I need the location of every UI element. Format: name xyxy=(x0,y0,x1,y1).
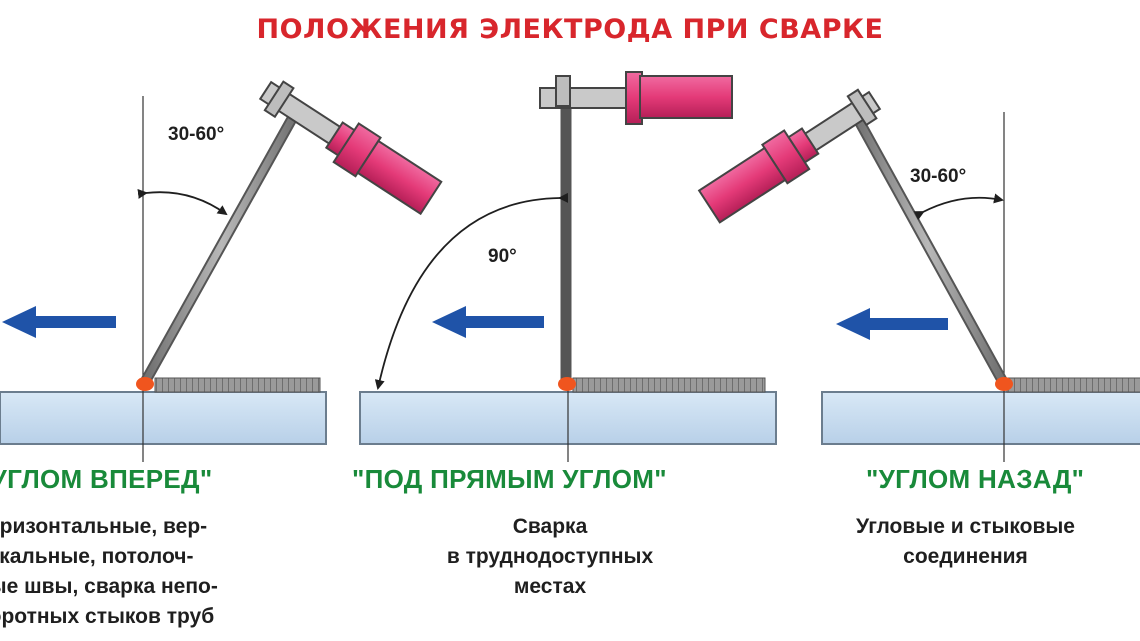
heading-perpendicular: "ПОД ПРЯМЫМ УГЛОМ" xyxy=(352,464,667,494)
angle-arc-3 xyxy=(913,193,1004,221)
description-line: местах xyxy=(513,575,587,598)
angle-label-1: 30-60° xyxy=(168,124,224,145)
description-line: Угловые и стыковые xyxy=(856,515,1075,538)
angle-label-2: 90° xyxy=(488,246,517,267)
panel-backward: 30-60° xyxy=(697,88,1140,462)
heading-backward: "УГЛОМ НАЗАД" xyxy=(866,464,1085,494)
heading-forward: "УГЛОМ ВПЕРЕД" xyxy=(0,464,213,494)
description-perpendicular: Сварка в труднодоступных местах xyxy=(380,512,720,602)
diagram-title: ПОЛОЖЕНИЯ ЭЛЕКТРОДА ПРИ СВАРКЕ xyxy=(256,14,884,45)
workpiece-plate-1 xyxy=(0,391,327,445)
weld-bead-3 xyxy=(1006,377,1140,393)
panel-forward: 30-60° xyxy=(0,80,443,462)
electrode-holder-2 xyxy=(539,71,733,125)
weld-bead-1 xyxy=(154,377,321,393)
description-line: ные швы, сварка непо- xyxy=(0,575,218,598)
direction-arrow-3 xyxy=(836,308,948,340)
workpiece-plate-3 xyxy=(821,391,1140,445)
description-line: воротных стыков труб xyxy=(0,605,215,628)
weld-spot-3 xyxy=(995,377,1013,391)
description-forward: Горизонтальные, вер- тикальные, потолоч-… xyxy=(0,512,218,632)
description-line: Горизонтальные, вер- xyxy=(0,515,208,538)
description-line: Сварка xyxy=(512,515,588,538)
description-line: тикальные, потолоч- xyxy=(0,545,194,568)
weld-spot-1 xyxy=(136,377,154,391)
electrode-holder-3 xyxy=(697,88,882,224)
weld-spot-2 xyxy=(558,377,576,391)
angle-arc-2 xyxy=(374,192,569,390)
weld-bead-2 xyxy=(572,377,766,393)
panel-perpendicular: 90° xyxy=(359,71,777,462)
electrode-3 xyxy=(847,104,1009,388)
direction-arrow-1 xyxy=(2,306,116,338)
direction-arrow-2 xyxy=(432,306,544,338)
angle-arc-1 xyxy=(137,188,228,216)
description-backward: Угловые и стыковые соединения xyxy=(856,512,1075,572)
description-line: в труднодоступных xyxy=(446,545,654,568)
electrode-1 xyxy=(139,102,304,388)
angle-label-3: 30-60° xyxy=(910,166,966,187)
description-line: соединения xyxy=(903,545,1028,568)
